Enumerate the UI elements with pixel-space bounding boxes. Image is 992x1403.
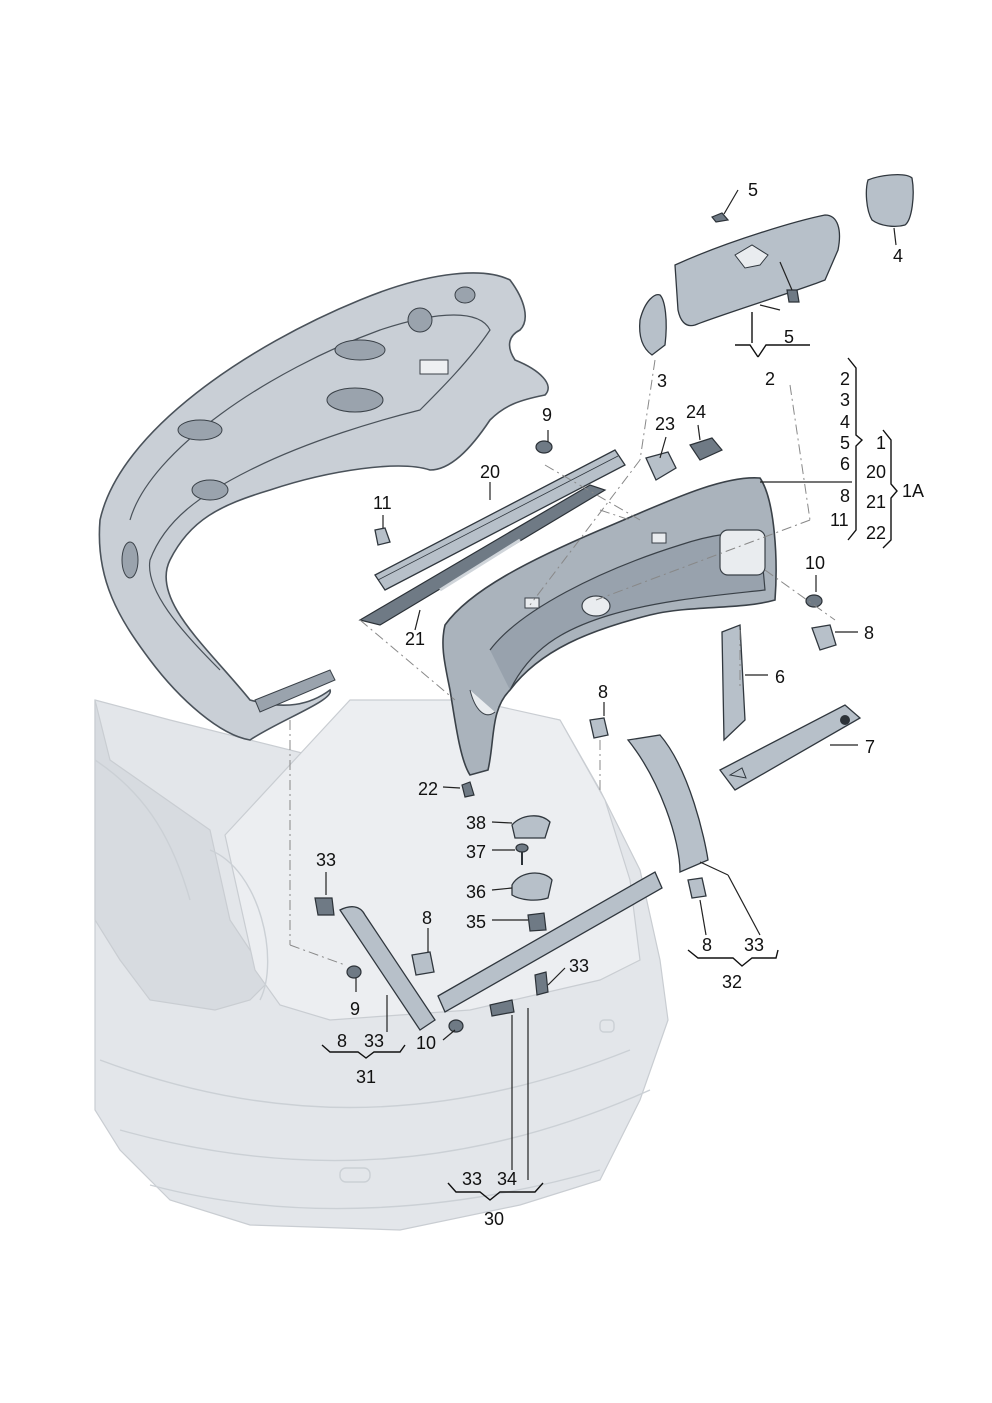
label-31: 31: [356, 1067, 376, 1087]
clip-33a: [314, 897, 335, 916]
handle-36: [511, 872, 553, 901]
clip-5a: [711, 212, 730, 223]
part-2-cover: [674, 214, 841, 327]
label-33d: 33: [744, 935, 764, 955]
callout-labels: 5 4 5 3 2 9 23 24 20 11 21 10 8 6 8 7 22…: [316, 180, 924, 1229]
assembly-lines: [289, 359, 836, 966]
label-5a: 5: [748, 180, 758, 200]
assembly-col1-item: 8: [840, 486, 850, 506]
label-10b: 10: [416, 1033, 436, 1053]
label-8d: 8: [337, 1031, 347, 1051]
label-22: 22: [418, 779, 438, 799]
part-4: [865, 174, 914, 227]
screw-10a: [805, 594, 823, 608]
screw-9a: [535, 440, 553, 454]
clip-5b: [786, 289, 800, 303]
clip-8c: [411, 951, 435, 976]
label-20: 20: [480, 462, 500, 482]
label-36: 36: [466, 882, 486, 902]
assembly-col1-item: 3: [840, 390, 850, 410]
label-38: 38: [466, 813, 486, 833]
label-33e: 33: [462, 1169, 482, 1189]
rail-20: [374, 449, 626, 591]
bracket-21: [358, 484, 607, 626]
part-3: [639, 294, 667, 356]
assembly-col2-item: 1: [876, 433, 886, 453]
label-6: 6: [775, 667, 785, 687]
label-35: 35: [466, 912, 486, 932]
clip-8b: [589, 717, 609, 739]
label-9a: 9: [542, 405, 552, 425]
clip-33b: [534, 971, 549, 996]
label-37: 37: [466, 842, 486, 862]
label-4: 4: [893, 246, 903, 266]
assembly-col2-item: 21: [866, 492, 886, 512]
sill-trim-30: [437, 871, 663, 1013]
label-11: 11: [373, 493, 392, 513]
assembly-col1-item: 6: [840, 454, 850, 474]
assembly-col2-item: 20: [866, 462, 886, 482]
assembly-col1-item: 4: [840, 412, 850, 432]
assembly-col1-item: 2: [840, 369, 850, 389]
label-8b: 8: [598, 682, 608, 702]
label-21: 21: [405, 629, 425, 649]
leader-lines: [325, 189, 897, 1180]
label-8e: 8: [702, 935, 712, 955]
warning-plate-7: [719, 704, 862, 791]
screw-10b: [448, 1019, 464, 1033]
screw-37: [515, 843, 529, 865]
label-34: 34: [497, 1169, 517, 1189]
side-trim-31: [339, 906, 436, 1031]
label-33c: 33: [364, 1031, 384, 1051]
label-32: 32: [722, 972, 742, 992]
label-7: 7: [865, 737, 875, 757]
screw-9b: [346, 965, 362, 979]
label-23: 23: [655, 414, 675, 434]
label-9b: 9: [350, 999, 360, 1019]
assembly-col1-item: 5: [840, 433, 850, 453]
label-5b: 5: [784, 327, 794, 347]
label-8c: 8: [422, 908, 432, 928]
strip-6: [721, 624, 746, 742]
label-8a: 8: [864, 623, 874, 643]
label-30: 30: [484, 1209, 504, 1229]
label-33a: 33: [316, 850, 336, 870]
clip-24: [689, 437, 723, 461]
assembly-col2-item: 22: [866, 523, 886, 543]
group-brackets: [321, 312, 898, 1201]
assembly-group-label: 1A: [902, 481, 924, 501]
cover-38: [511, 815, 551, 839]
label-2: 2: [765, 369, 775, 389]
clip-34: [489, 999, 515, 1017]
clip-8d: [687, 877, 707, 899]
label-3: 3: [657, 371, 667, 391]
clip-11: [374, 527, 391, 546]
label-33b: 33: [569, 956, 589, 976]
clip-35: [527, 912, 547, 932]
label-10a: 10: [805, 553, 825, 573]
clip-8a: [811, 624, 837, 651]
tailgate-inner-frame: [98, 272, 549, 741]
assembly-col1-item: 11: [830, 510, 849, 530]
side-trim-32: [626, 734, 709, 873]
clip-22: [461, 781, 475, 798]
label-24: 24: [686, 402, 706, 422]
